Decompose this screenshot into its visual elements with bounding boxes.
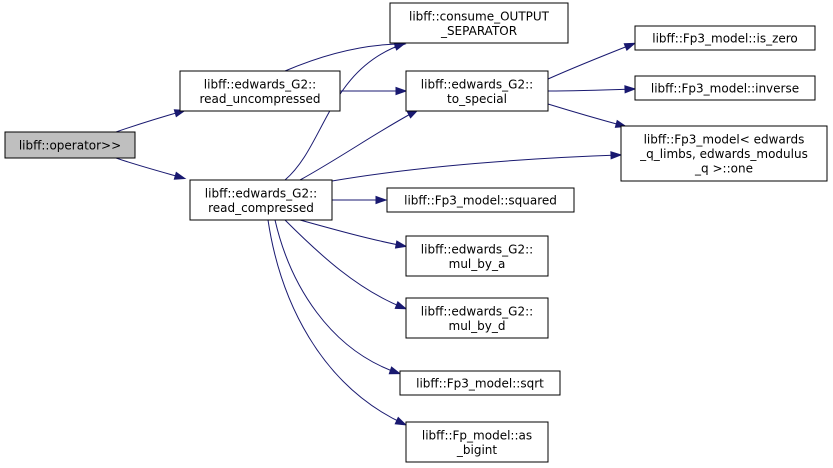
node-read-compressed[interactable]: libff::edwards_G2::read_compressed	[189, 179, 333, 221]
edge-read-compressed-to-to-special	[299, 109, 420, 181]
edge-read-uncompressed-to-consume-output-separator	[284, 39, 407, 72]
node-label-line: libff::Fp3_model< edwards	[644, 133, 805, 147]
node-is-zero[interactable]: libff::Fp3_model::is_zero	[634, 25, 816, 51]
node-label-line: to_special	[447, 92, 507, 106]
edge-line	[284, 43, 404, 72]
node-squared[interactable]: libff::Fp3_model::squared	[386, 187, 575, 213]
node-label-line: libff::edwards_G2::	[421, 77, 533, 91]
node-box	[399, 370, 561, 396]
edge-line	[274, 219, 399, 374]
edge-to-special-to-one	[547, 103, 628, 128]
node-as-bigint[interactable]: libff::Fp_model::as_bigint	[405, 421, 549, 463]
edge-line	[547, 103, 625, 127]
node-box	[405, 297, 549, 339]
edge-arrowhead	[610, 151, 623, 160]
nodes-layer: libff::operator>>libff::edwards_G2::read…	[4, 2, 828, 463]
edge-line	[299, 219, 405, 247]
node-to-special[interactable]: libff::edwards_G2::to_special	[405, 70, 549, 112]
node-read-uncompressed[interactable]: libff::edwards_G2::read_uncompressed	[179, 70, 341, 112]
edge-read-uncompressed-to-to-special	[340, 86, 408, 96]
edge-arrowhead	[623, 42, 637, 52]
edge-read-compressed-to-as-bigint	[267, 219, 408, 426]
edges-layer	[115, 39, 637, 426]
edge-arrowhead	[394, 300, 408, 310]
node-box	[634, 25, 816, 51]
node-box	[405, 70, 549, 112]
edge-to-special-to-is-zero	[547, 42, 637, 80]
edge-line	[299, 110, 417, 181]
node-box	[405, 235, 549, 277]
node-box	[4, 131, 136, 159]
node-label-line: libff::edwards_G2::	[421, 242, 533, 256]
node-box	[634, 75, 816, 101]
node-box	[189, 179, 333, 221]
edge-line	[115, 157, 184, 179]
edge-line	[331, 154, 620, 182]
edge-arrowhead	[388, 366, 402, 375]
edge-line	[547, 43, 634, 80]
node-label-line: _q >::one	[694, 162, 753, 176]
edge-arrowhead	[394, 240, 408, 249]
edge-arrowhead	[624, 85, 637, 94]
node-box	[405, 421, 549, 463]
edge-read-compressed-to-mul-by-a	[299, 219, 408, 249]
edge-read-compressed-to-mul-by-d	[284, 219, 408, 310]
node-box	[389, 2, 569, 44]
edge-read-compressed-to-one	[331, 151, 623, 182]
node-label-line: read_compressed	[208, 201, 314, 215]
node-label-line: libff::Fp3_model::is_zero	[652, 32, 798, 46]
node-box	[179, 70, 341, 112]
node-operator[interactable]: libff::operator>>	[4, 131, 136, 159]
node-label-line: _q_limbs, edwards_modulus	[639, 147, 808, 161]
node-one[interactable]: libff::Fp3_model< edwards_q_limbs, edwar…	[620, 125, 828, 182]
node-label-line: mul_by_a	[449, 257, 506, 271]
edge-to-special-to-inverse	[547, 85, 637, 94]
node-label-line: mul_by_d	[449, 319, 506, 333]
edge-operator-to-read-compressed	[115, 157, 187, 180]
node-label-line: libff::edwards_G2::	[205, 186, 317, 200]
edge-line	[267, 219, 405, 425]
node-label-line: libff::edwards_G2::	[421, 304, 533, 318]
node-label-line: libff::Fp_model::as	[422, 428, 532, 442]
node-box	[386, 187, 575, 213]
node-label-line: _SEPARATOR	[440, 24, 517, 38]
node-label-line: libff::Fp3_model::inverse	[651, 82, 799, 96]
node-inverse[interactable]: libff::Fp3_model::inverse	[634, 75, 816, 101]
node-label-line: libff::consume_OUTPUT	[409, 9, 550, 23]
edge-arrowhead	[375, 195, 388, 205]
node-label-line: read_uncompressed	[199, 92, 320, 106]
edge-arrowhead	[394, 416, 408, 426]
edge-line	[547, 88, 634, 92]
edge-read-compressed-to-sqrt	[274, 219, 402, 375]
node-mul-by-d[interactable]: libff::edwards_G2::mul_by_d	[405, 297, 549, 339]
edge-arrowhead	[393, 42, 407, 51]
edge-arrowhead	[395, 86, 408, 96]
node-mul-by-a[interactable]: libff::edwards_G2::mul_by_a	[405, 235, 549, 277]
node-consume-output-separator[interactable]: libff::consume_OUTPUT_SEPARATOR	[389, 2, 569, 44]
edge-line	[284, 219, 405, 309]
edge-arrowhead	[173, 171, 187, 180]
node-label-line: libff::operator>>	[19, 139, 121, 153]
edge-line	[115, 110, 184, 133]
node-label-line: _bigint	[456, 443, 498, 457]
node-label-line: libff::Fp3_model::sqrt	[416, 377, 544, 391]
edge-operator-to-read-uncompressed	[115, 109, 187, 133]
node-box	[620, 125, 828, 182]
edge-read-compressed-to-squared	[332, 195, 388, 205]
node-label-line: libff::edwards_G2::	[204, 77, 316, 91]
node-label-line: libff::Fp3_model::squared	[404, 194, 557, 208]
node-sqrt[interactable]: libff::Fp3_model::sqrt	[399, 370, 561, 396]
